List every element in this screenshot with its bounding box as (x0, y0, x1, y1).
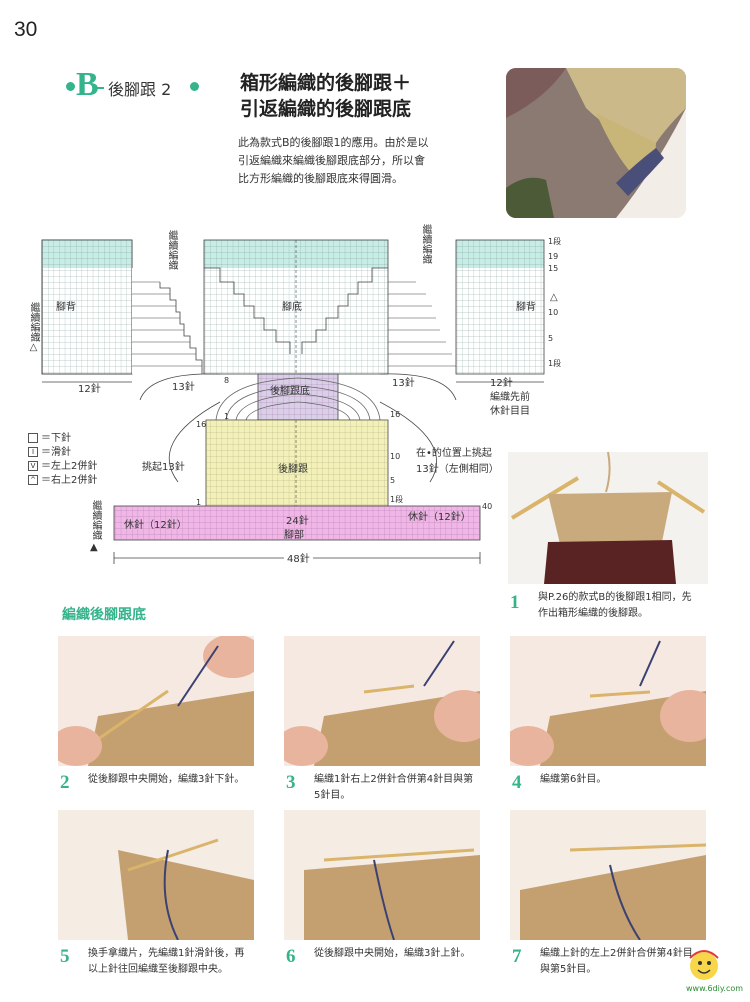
step6-photo (284, 810, 480, 941)
knitting-chart: 腳背 腳底 腳背 後腳跟底 後腳跟 腳部 24針 48針 繼續編織 繼續編織 繼… (20, 222, 580, 582)
stair-right (388, 281, 458, 367)
step2-text: 從後腳跟中央開始，編織3針下針。 (88, 774, 245, 785)
continue-knit-left: 繼續編織 (166, 230, 177, 270)
step3-text: 編織1針右上2併針合併第4針目與第 5針目。 (314, 774, 474, 801)
row-label: 1段 (548, 237, 562, 246)
step3-photo (276, 636, 494, 766)
heel-block (205, 419, 389, 507)
description-line-2: 引返編織來編織後腳跟底部分，所以會 (238, 154, 425, 167)
legend-row: V＝左上2併針 (28, 460, 97, 474)
heel-bottom-label: 後腳跟底 (270, 386, 310, 397)
section-letter: B (76, 66, 99, 103)
row-label: 10 (390, 452, 401, 461)
st12-right: 12針 (490, 378, 513, 389)
description: 此為款式B的後腳跟1的應用。由於是以 引返編織來編織後腳跟底部分，所以會 比方形… (238, 134, 429, 188)
row-label: 40 (482, 502, 493, 511)
side-triangle: △ (550, 292, 558, 303)
legend-row: I＝滑針 (28, 446, 97, 460)
st12-right-note-1: 編織先前 (490, 392, 530, 403)
rest-right: 休針（12針） (408, 512, 471, 523)
st24-label: 24針 (286, 516, 309, 527)
row-label: 8 (224, 376, 230, 385)
foot-label: 腳部 (284, 530, 304, 541)
stair-left (132, 240, 204, 374)
section-label: 後腳跟 2 (108, 80, 172, 99)
st13-left: 13針 (172, 382, 195, 393)
st12-left: 12針 (78, 384, 101, 395)
bullet-dot-right (190, 82, 199, 91)
step5-text: 換手拿織片，先編織1針滑針後，再 以上針往回編織至後腳跟中央。 (88, 948, 245, 975)
section-dash (96, 87, 104, 89)
row-label: 16 (196, 420, 207, 429)
knit-stitch-icon (28, 433, 38, 443)
legend-row: ＝下針 (28, 432, 97, 446)
legend: ＝下針 I＝滑針 V＝左上2併針 ^＝右上2併針 (28, 432, 97, 488)
step4-photo (502, 636, 720, 766)
description-line-1: 此為款式B的後腳跟1的應用。由於是以 (238, 136, 429, 149)
step4-number: 4 (512, 772, 522, 793)
step7-text: 編織上針的左上2併針合併第4針目 與第5針目。 (540, 948, 693, 975)
step3-number: 3 (286, 772, 296, 793)
row-label: 5 (390, 476, 396, 485)
step2-number: 2 (60, 772, 70, 793)
step6-number: 6 (286, 946, 296, 967)
row-label: 15 (548, 264, 559, 273)
continue-knit-bottom: 繼續編織 (90, 500, 101, 540)
heel-bottom-block (215, 373, 381, 421)
page-number: 30 (14, 18, 38, 41)
rest-left: 休針（12針） (124, 520, 187, 531)
k2tog-left-icon: V (28, 461, 38, 471)
sole-block (203, 239, 389, 375)
sole-label: 腳底 (282, 302, 302, 313)
pickup-right-2: 13針（左側相同） (416, 464, 499, 475)
foot-block (113, 505, 481, 541)
bottom-triangle: ▲ (90, 542, 98, 553)
step5-number: 5 (60, 946, 70, 967)
pickup-left: 挑起13針 (142, 462, 185, 473)
continue-knit-side: 繼續編織△ (28, 302, 39, 353)
watermark-url: www.6diy.com (686, 984, 744, 993)
step4-text: 編織第6針目。 (540, 774, 607, 785)
row-label: 16 (390, 410, 401, 419)
instep-left-block (41, 239, 133, 375)
step2-photo (50, 634, 263, 766)
row-label: 5 (548, 334, 554, 343)
title-line-1: 箱形編織的後腳跟＋ (240, 72, 412, 94)
instep-right-block (455, 239, 545, 375)
row-label: 1 (224, 412, 230, 421)
heel-label: 後腳跟 (278, 464, 308, 475)
instep-left-label: 腳背 (56, 302, 76, 313)
row-label: 19 (548, 252, 559, 261)
st12-right-note-2: 休針目目 (490, 406, 530, 417)
row-label: 1段 (390, 495, 404, 504)
description-line-3: 比方形編織的後腳跟底來得圓滑。 (238, 172, 403, 185)
step7-photo (510, 810, 707, 941)
continue-knit-right: 繼續編織 (420, 224, 431, 264)
legend-row: ^＝右上2併針 (28, 474, 97, 488)
step1-text: 與P.26的款式B的後腳跟1相同，先 作出箱形編織的後腳跟。 (538, 592, 692, 619)
step5-photo (58, 810, 254, 941)
pickup-right-1: 在•的位置上挑起 (416, 448, 492, 459)
row-label: 10 (548, 308, 559, 317)
instep-right-label: 腳背 (516, 302, 536, 313)
slip-stitch-icon: I (28, 447, 38, 457)
step1-number: 1 (510, 592, 520, 613)
subheading: 編織後腳跟底 (62, 607, 146, 623)
st13-right: 13針 (392, 378, 415, 389)
step7-number: 7 (512, 946, 522, 967)
row-label: 1 (196, 498, 202, 507)
k2tog-right-icon: ^ (28, 475, 38, 485)
title-line-2: 引返編織的後腳跟底 (240, 98, 412, 120)
bullet-dot-left (66, 82, 75, 91)
st48-label: 48針 (284, 550, 313, 565)
watermark-logo (668, 930, 738, 994)
sock-heel-photo (506, 68, 686, 218)
row-label: 1段 (548, 359, 562, 368)
step6-text: 從後腳跟中央開始，編織3針上針。 (314, 948, 471, 959)
step1-photo (508, 451, 708, 584)
